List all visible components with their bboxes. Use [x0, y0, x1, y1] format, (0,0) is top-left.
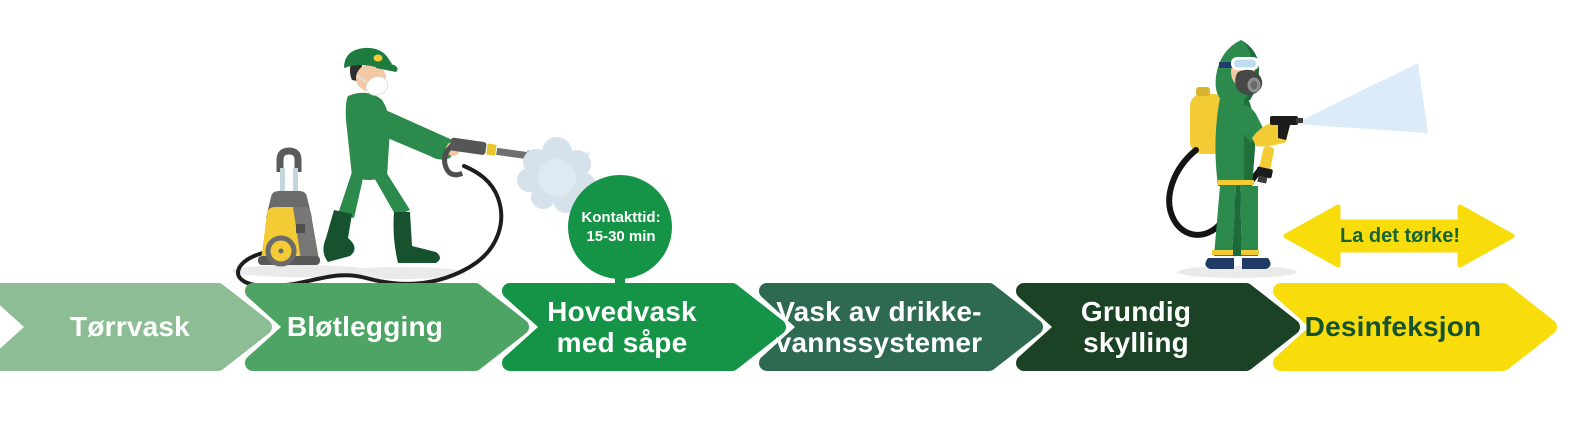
step-arrow-torrvask [0, 283, 272, 371]
dry-callout-arrow [1283, 204, 1515, 268]
shadow [338, 267, 466, 279]
step-arrow-hovedvask [502, 283, 786, 371]
step-label-grundig-skylling: Grundig skylling [1080, 295, 1192, 358]
spray-cone [1294, 63, 1428, 133]
shadow [1177, 266, 1297, 278]
pressure-washer-machine [258, 147, 320, 267]
badge-circle [568, 175, 672, 279]
step-label-vask-drikkevann: Vask av drikke- vannssystemer [775, 295, 983, 358]
step-label-torrvask: Tørrvask [70, 311, 190, 343]
boot [323, 210, 355, 262]
dry-callout-label: La det tørke! [1339, 224, 1461, 247]
shoe [1242, 258, 1271, 269]
step-label-hovedvask: Hovedvask med såpe [547, 295, 697, 358]
step-arrow-desinfeksjon [1273, 283, 1557, 371]
pressure-washer-illustration [232, 47, 596, 289]
contact-time-badge [568, 175, 672, 286]
process-arrow-band [0, 283, 1557, 371]
step-arrow-blotlegging [245, 283, 529, 371]
step-label-desinfeksjon: Desinfeksjon [1304, 311, 1482, 343]
spray-cloud-icon [517, 137, 596, 213]
step-arrow-grundig-skylling [1016, 283, 1300, 371]
machine-handle [276, 147, 302, 172]
step-arrow-vask-drikkevann [759, 283, 1043, 371]
shoe [1205, 258, 1234, 269]
contact-time-badge-label: Kontakttid: 15-30 min [581, 208, 661, 246]
spray-gun [1270, 116, 1298, 125]
face-mask [365, 76, 389, 96]
hazmat-sprayer-illustration [1166, 40, 1428, 278]
worker-figure [323, 47, 460, 263]
sprayer-wand [1255, 146, 1275, 184]
step-label-blotlegging: Bløtlegging [286, 311, 444, 343]
boot [393, 212, 440, 263]
cap-logo [373, 54, 383, 62]
